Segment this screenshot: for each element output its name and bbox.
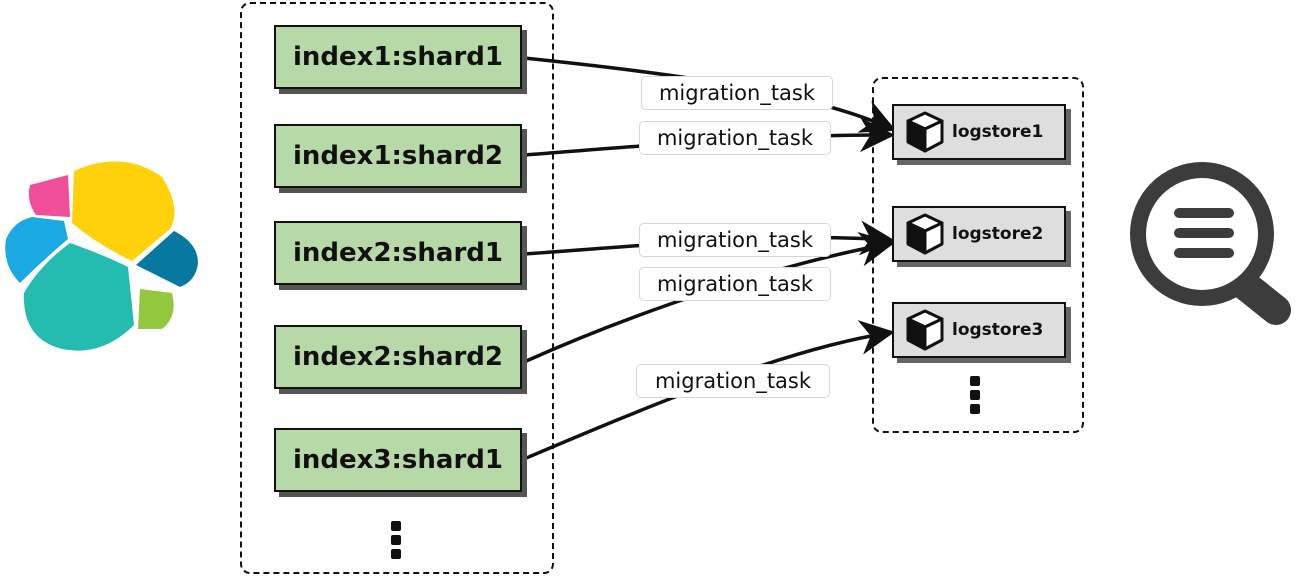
- shard-index2-shard2: index2:shard2: [274, 325, 522, 389]
- logstore-logstore2: logstore2: [892, 206, 1066, 262]
- cube-icon: [906, 213, 944, 255]
- logstore-logstore1: logstore1: [892, 104, 1066, 160]
- logstore-logstore3: logstore3: [892, 302, 1066, 358]
- migration-task-label: migration_task: [636, 364, 830, 398]
- migration-task-label: migration_task: [639, 223, 831, 257]
- logstore-label: logstore3: [952, 320, 1044, 340]
- cube-icon: [906, 309, 944, 351]
- migration-task-label: migration_task: [639, 121, 831, 155]
- logo-petal-green: [138, 289, 174, 329]
- elasticsearch-logo-icon: [5, 161, 198, 351]
- more-logstores-ellipsis-icon: [970, 376, 980, 418]
- source-shards-group: [240, 2, 554, 574]
- shard-index3-shard1: index3:shard1: [274, 428, 522, 492]
- migration-task-label: migration_task: [639, 267, 831, 301]
- logo-petal-yellow: [72, 161, 175, 261]
- search-log-magnifier-icon: [1130, 162, 1291, 325]
- shard-index2-shard1: index2:shard1: [274, 221, 522, 285]
- more-shards-ellipsis-icon: [391, 521, 401, 563]
- logo-petal-teal: [23, 243, 134, 351]
- logo-petal-pink: [28, 175, 70, 217]
- logo-petal-darkblue: [136, 231, 198, 287]
- shard-index1-shard1: index1:shard1: [274, 25, 522, 89]
- logstore-label: logstore1: [952, 122, 1044, 142]
- logstore-label: logstore2: [952, 224, 1044, 244]
- migration-task-label: migration_task: [641, 76, 833, 110]
- logo-petal-blue: [5, 217, 68, 283]
- shard-index1-shard2: index1:shard2: [274, 124, 522, 188]
- target-logstores-group: [872, 77, 1084, 433]
- cube-icon: [906, 111, 944, 153]
